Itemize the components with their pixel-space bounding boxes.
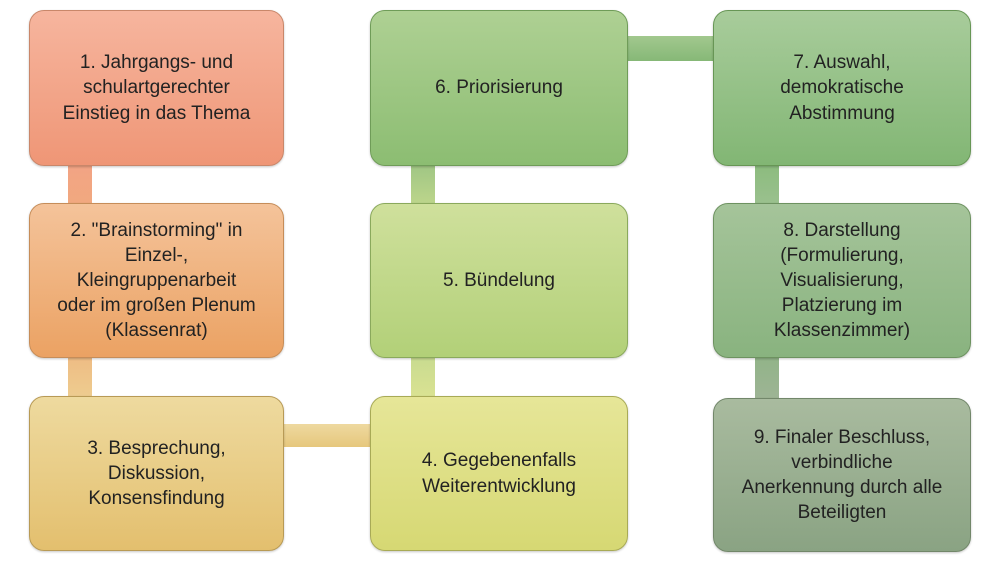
connector-step6-step7 bbox=[624, 36, 717, 61]
step-box-2: 2. "Brainstorming" in Einzel-, Kleingrup… bbox=[29, 203, 284, 358]
step-box-1: 1. Jahrgangs- und schulartgerechter Eins… bbox=[29, 10, 284, 166]
step-box-5: 5. Bündelung bbox=[370, 203, 628, 358]
connector-step2-step3 bbox=[68, 352, 92, 402]
connector-step4-step5 bbox=[411, 352, 435, 402]
step-box-6: 6. Priorisierung bbox=[370, 10, 628, 166]
step-box-8: 8. Darstellung (Formulierung, Visualisie… bbox=[713, 203, 971, 358]
step-label-5: 5. Bündelung bbox=[443, 269, 555, 291]
step-label-1: 1. Jahrgangs- und schulartgerechter Eins… bbox=[62, 52, 251, 124]
step-box-7: 7. Auswahl, demokratische Abstimmung bbox=[713, 10, 971, 166]
step-box-3: 3. Besprechung, Diskussion, Konsensfindu… bbox=[29, 396, 284, 551]
connector-step5-step6 bbox=[411, 160, 435, 209]
step-label-4: 4. Gegebenenfalls Weiterentwicklung bbox=[421, 450, 577, 497]
step-box-4: 4. Gegebenenfalls Weiterentwicklung bbox=[370, 396, 628, 551]
connector-step1-step2 bbox=[68, 160, 92, 209]
connector-step7-step8 bbox=[755, 160, 779, 209]
step-label-8: 8. Darstellung (Formulierung, Visualisie… bbox=[773, 219, 911, 342]
connector-step3-step4 bbox=[280, 424, 374, 447]
step-label-9: 9. Finaler Beschluss, verbindliche Anerk… bbox=[741, 426, 943, 524]
step-label-7: 7. Auswahl, demokratische Abstimmung bbox=[780, 52, 904, 124]
step-box-9: 9. Finaler Beschluss, verbindliche Anerk… bbox=[713, 398, 971, 552]
connector-step8-step9 bbox=[755, 352, 779, 404]
step-label-6: 6. Priorisierung bbox=[435, 77, 563, 99]
step-label-2: 2. "Brainstorming" in Einzel-, Kleingrup… bbox=[57, 219, 256, 342]
step-label-3: 3. Besprechung, Diskussion, Konsensfindu… bbox=[87, 437, 226, 510]
